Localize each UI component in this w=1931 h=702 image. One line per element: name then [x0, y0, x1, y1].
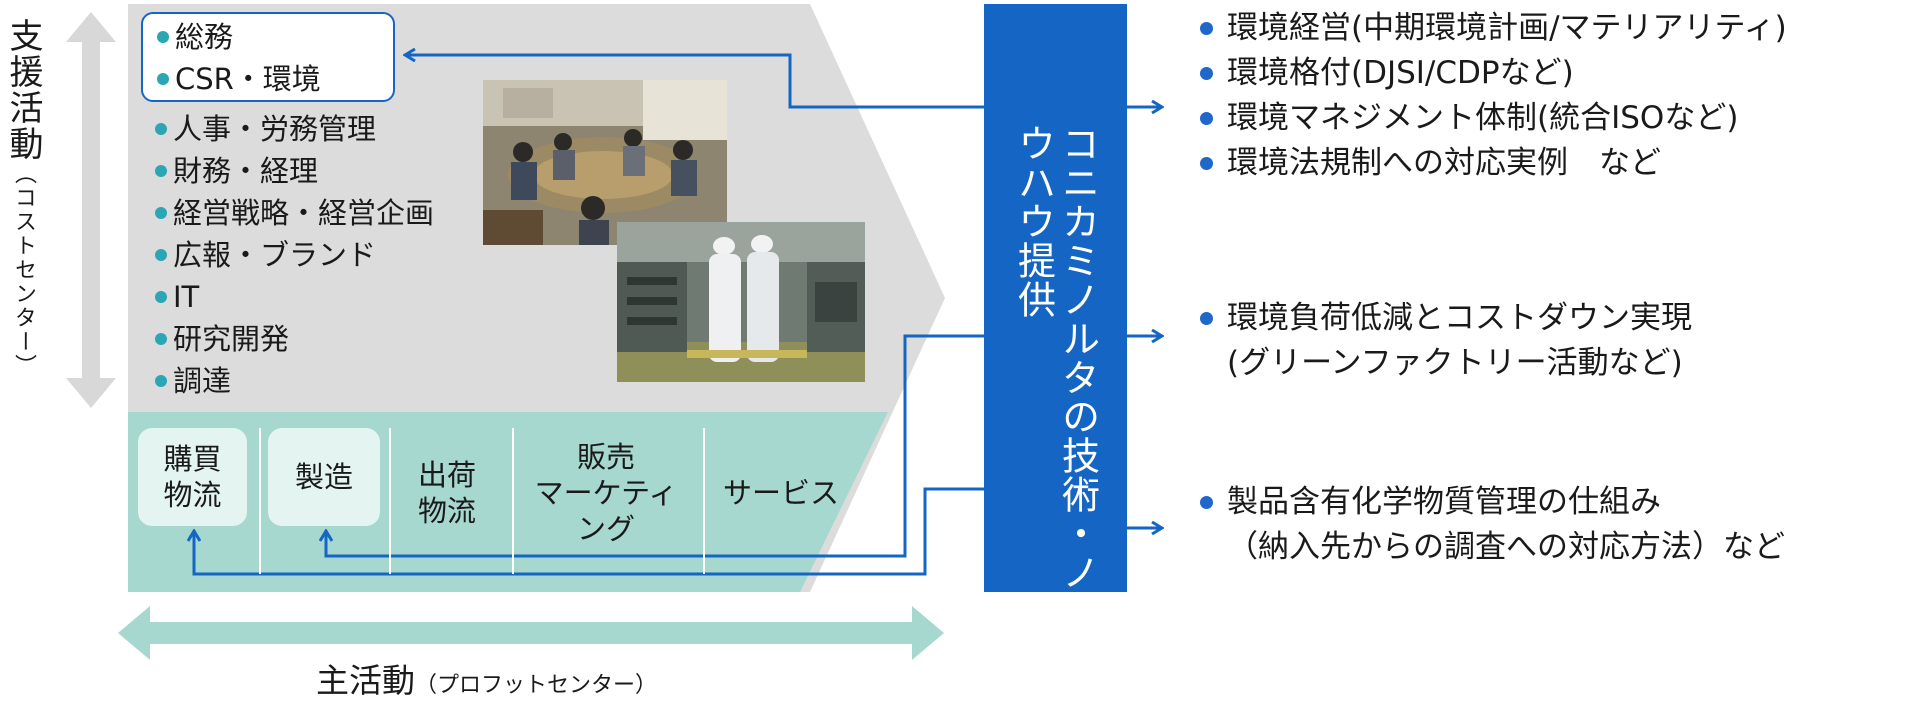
- cell-line: 購買: [163, 442, 222, 476]
- support-activities-list: 人事・労務管理財務・経理経営戦略・経営企画広報・ブランド IT 研究開発調達: [155, 108, 434, 402]
- bullet-icon: [1200, 22, 1213, 35]
- offering-item: 環境法規制への対応実例 など: [1200, 141, 1787, 186]
- admin-item-text: 総務: [175, 20, 234, 54]
- support-item-text: 広報・ブランド: [173, 238, 377, 272]
- meeting-photo: [483, 80, 727, 245]
- offering-continuation: （納入先からの調査への対応方法）など: [1227, 529, 1785, 565]
- primary-divider: [389, 428, 391, 574]
- admin-item: CSR・環境: [157, 58, 393, 100]
- support-item-text: 人事・労務管理: [173, 112, 377, 146]
- cell-line: 出荷: [417, 458, 476, 492]
- primary-double-arrow-icon: [118, 606, 944, 660]
- bullet-icon: [157, 31, 169, 43]
- provider-text-col2: コニカミノルタの: [1055, 124, 1100, 436]
- primary-divider: [512, 428, 514, 574]
- primary-activities-sublabel: （プロフットセンター）: [415, 673, 658, 698]
- primary-cell-sales-marketing: 販売マーケティング: [516, 428, 696, 558]
- offering-item: 製品含有化学物質管理の仕組み: [1200, 480, 1785, 525]
- primary-divider: [703, 428, 705, 574]
- offerings-group2: 環境負荷低減とコストダウン実現 (グリーンファクトリー活動など): [1200, 296, 1692, 386]
- factory-photo: [617, 222, 865, 382]
- offering-item-text: 環境法規制への対応実例 など: [1227, 145, 1661, 181]
- cell-line: 製造: [294, 460, 353, 494]
- support-item: 研究開発: [155, 318, 434, 360]
- primary-activities-label: 主活動（プロフットセンター）: [316, 654, 657, 702]
- konica-minolta-provider-box: コニカミノルタの技術・ノウハウ提供: [984, 4, 1127, 592]
- admin-list: 総務 CSR・環境: [157, 16, 393, 100]
- offering-item: 環境格付(DJSI/CDPなど): [1200, 51, 1787, 96]
- bullet-icon: [1200, 312, 1213, 325]
- cell-line: 物流: [417, 494, 476, 528]
- admin-item-text: CSR・環境: [175, 62, 321, 96]
- cell-line: サービス: [722, 476, 839, 510]
- bullet-icon: [155, 375, 167, 387]
- admin-csr-box: 総務 CSR・環境: [141, 12, 395, 102]
- primary-cell-purchasing-logistics: 購買物流: [138, 428, 247, 526]
- primary-divider: [259, 428, 261, 574]
- bullet-icon: [155, 333, 167, 345]
- primary-activities-title: 主活動: [316, 661, 415, 700]
- support-item: IT: [155, 276, 434, 318]
- admin-item: 総務: [157, 16, 393, 58]
- offering-text: 製品含有化学物質管理の仕組み: [1227, 484, 1661, 520]
- support-item: 人事・労務管理: [155, 108, 434, 150]
- bullet-icon: [1200, 67, 1213, 80]
- primary-cell-manufacturing: 製造: [268, 428, 380, 526]
- offering-item-text: 環境マネジメント体制(統合ISOなど): [1227, 100, 1739, 136]
- provider-text: コニカミノルタの技術・ノウハウ提供: [1012, 124, 1100, 592]
- support-item: 経営戦略・経営企画: [155, 192, 434, 234]
- support-double-arrow-icon: [66, 12, 116, 408]
- support-item-text: IT: [173, 280, 200, 314]
- bullet-icon: [1200, 496, 1213, 509]
- bullet-icon: [155, 207, 167, 219]
- support-item-text: 財務・経理: [173, 154, 319, 188]
- support-item: 広報・ブランド: [155, 234, 434, 276]
- offering-item: 環境経営(中期環境計画/マテリアリティ): [1200, 6, 1787, 51]
- cell-line: 物流: [163, 478, 222, 512]
- bullet-icon: [155, 249, 167, 261]
- support-item: 財務・経理: [155, 150, 434, 192]
- support-activities-title: 支援活動: [3, 18, 43, 162]
- cell-line: マーケティ: [534, 476, 678, 510]
- offering-item-text: 環境経営(中期環境計画/マテリアリティ): [1227, 10, 1787, 46]
- connector-to-purchasing: [194, 487, 1050, 576]
- primary-cell-service: サービス: [708, 428, 854, 558]
- bullet-icon: [157, 73, 169, 85]
- offering-item: 環境マネジメント体制(統合ISOなど): [1200, 96, 1787, 141]
- support-item-text: 経営戦略・経営企画: [173, 196, 435, 230]
- offering-item: 環境負荷低減とコストダウン実現: [1200, 296, 1692, 341]
- offering-continuation: (グリーンファクトリー活動など): [1227, 345, 1683, 381]
- bullet-icon: [155, 165, 167, 177]
- support-item-text: 調達: [173, 364, 232, 398]
- support-item-text: 研究開発: [173, 322, 290, 356]
- cell-line: 販売: [576, 440, 635, 474]
- bullet-icon: [1200, 112, 1213, 125]
- support-item: 調達: [155, 360, 434, 402]
- connector-to-admin: [405, 55, 1060, 109]
- offerings-group1: 環境経営(中期環境計画/マテリアリティ) 環境格付(DJSI/CDPなど) 環境マネ…: [1200, 6, 1787, 186]
- primary-cell-shipping-logistics: 出荷物流: [395, 428, 499, 558]
- connector-to-manufacturing: [326, 334, 1005, 558]
- support-activities-sublabel: （コストセンター）: [11, 162, 36, 378]
- offering-text: 環境負荷低減とコストダウン実現: [1227, 300, 1692, 336]
- offering-item-text: 環境格付(DJSI/CDPなど): [1227, 55, 1574, 91]
- support-activities-label: 支援活動（コストセンター）: [3, 18, 43, 378]
- bullet-icon: [155, 291, 167, 303]
- cell-line: ング: [576, 512, 635, 546]
- bullet-icon: [1200, 157, 1213, 170]
- bullet-icon: [155, 123, 167, 135]
- offerings-group3: 製品含有化学物質管理の仕組み （納入先からの調査への対応方法）など: [1200, 480, 1785, 570]
- provider-text-col1: 技術・ノウハウ提供: [1011, 124, 1100, 592]
